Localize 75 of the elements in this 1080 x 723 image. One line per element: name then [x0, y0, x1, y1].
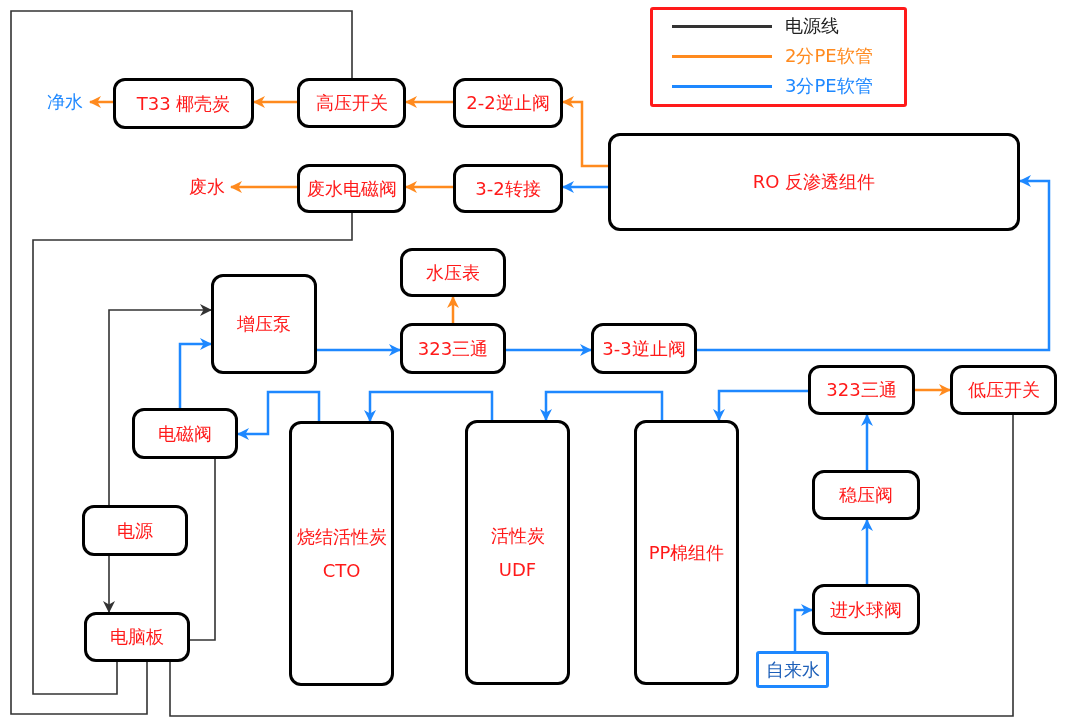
- legend-label: 电源线: [785, 14, 839, 38]
- process-box: [113, 78, 254, 129]
- process-box: [465, 420, 570, 685]
- connector-line: [189, 458, 216, 641]
- arrow: [540, 390, 664, 421]
- arrow: [405, 96, 453, 108]
- process-box: [812, 584, 920, 635]
- connector-line: [32, 212, 353, 695]
- arrow: [103, 555, 115, 613]
- box-label: 废水电磁阀: [306, 177, 397, 200]
- arrow: [108, 304, 212, 506]
- arrow: [793, 604, 813, 651]
- arrow: [447, 296, 459, 323]
- legend-label: 2分PE软管: [785, 44, 873, 68]
- arrow: [89, 96, 113, 108]
- process-box: [289, 421, 394, 686]
- arrow: [405, 181, 453, 193]
- box-label: 自来水: [765, 658, 820, 681]
- box-label: 323三通: [826, 379, 897, 401]
- arrow: [915, 384, 951, 396]
- box-label: 电脑板: [110, 626, 164, 648]
- box-label: 水压表: [426, 261, 480, 284]
- process-box: [400, 248, 506, 297]
- arrow: [506, 344, 592, 356]
- process-box: [132, 408, 238, 459]
- process-box: [400, 323, 506, 374]
- box-label: 烧结活性炭: [296, 525, 387, 548]
- arrow: [697, 175, 1051, 352]
- arrow: [317, 344, 401, 356]
- box-label: 电源: [117, 519, 153, 542]
- process-box: [808, 365, 915, 415]
- legend-label: 3分PE软管: [785, 74, 873, 98]
- arrow: [364, 390, 494, 422]
- outlet-label: 废水: [183, 175, 231, 199]
- process-box: [591, 323, 697, 374]
- process-box: [634, 420, 739, 685]
- box-label: 进水球阀: [830, 598, 902, 621]
- inlet-box: [756, 651, 829, 688]
- outlet-label: 净水: [40, 90, 90, 114]
- box-label: UDF: [498, 558, 537, 581]
- box-label: 稳压阀: [839, 484, 893, 506]
- connector-line: [10, 10, 353, 715]
- process-box: [608, 133, 1020, 231]
- arrow: [861, 414, 873, 470]
- box-label: 活性炭: [490, 524, 545, 547]
- box-label: 增压泵: [237, 313, 291, 335]
- arrow: [713, 389, 808, 421]
- process-box: [453, 164, 563, 213]
- box-label: T33 椰壳炭: [136, 92, 231, 115]
- process-box: [812, 470, 920, 520]
- box-label: 323三通: [417, 337, 489, 360]
- box-label: CTO: [322, 559, 361, 582]
- process-box: [82, 505, 188, 556]
- arrow: [237, 390, 321, 440]
- arrow: [230, 181, 297, 193]
- box-label: 3-2转接: [475, 177, 541, 200]
- arrow: [562, 181, 608, 193]
- arrow: [562, 96, 608, 168]
- connector-line: [169, 414, 1014, 717]
- box-label: 3-3逆止阀: [602, 337, 686, 360]
- process-box: [297, 78, 406, 128]
- box-label: RO 反渗透组件: [752, 171, 876, 193]
- process-box: [84, 612, 190, 662]
- process-box: [453, 78, 563, 128]
- box-label: 电磁阀: [158, 422, 212, 445]
- box-label: 低压开关: [967, 379, 1040, 401]
- arrow: [861, 519, 873, 584]
- arrow: [178, 338, 212, 408]
- process-box: [211, 274, 317, 374]
- box-label: 2-2逆止阀: [466, 92, 550, 114]
- box-label: 高压开关: [315, 92, 388, 114]
- process-box: [950, 365, 1057, 415]
- box-label: PP棉组件: [648, 541, 725, 564]
- arrow: [253, 96, 297, 108]
- process-box: [297, 164, 406, 213]
